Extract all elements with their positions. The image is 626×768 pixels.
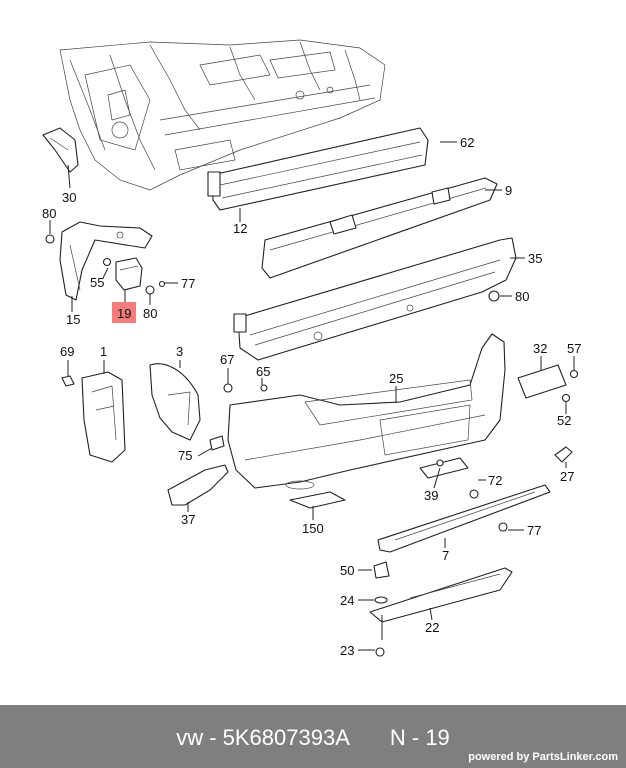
label-24: 24 (340, 593, 354, 608)
label-27: 27 (560, 469, 574, 484)
label-30: 30 (62, 190, 76, 205)
label-77-top: 77 (181, 276, 195, 291)
label-55: 55 (90, 275, 104, 290)
label-3: 3 (176, 344, 183, 359)
label-57: 57 (567, 341, 581, 356)
label-77-low: 77 (527, 523, 541, 538)
label-12: 12 (233, 221, 247, 236)
part-39-bracket (419, 457, 469, 479)
part-27-clip (554, 446, 573, 463)
label-62: 62 (460, 135, 474, 150)
label-22: 22 (425, 620, 439, 635)
label-19: 19 (117, 306, 131, 321)
label-25: 25 (389, 371, 403, 386)
label-65: 65 (256, 364, 270, 379)
label-67: 67 (220, 352, 234, 367)
footer-caption: vw - 5K6807393A N - 19 (0, 725, 626, 751)
position-caption: N - 19 (389, 725, 450, 750)
label-150: 150 (302, 521, 324, 536)
part-32-plate (517, 364, 579, 403)
part-19-retainer (115, 257, 143, 291)
label-1: 1 (100, 344, 107, 359)
part-22-lower-trim (369, 567, 513, 623)
label-23: 23 (340, 643, 354, 658)
label-69: 69 (60, 344, 74, 359)
part-1-bracket (81, 371, 126, 463)
part-12-impact-beam (207, 127, 429, 211)
label-7: 7 (442, 548, 449, 563)
part-25-bumper-cover (227, 333, 506, 490)
part-3-mud-flap (149, 363, 201, 441)
label-80-mid: 80 (143, 306, 157, 321)
part-30-bracket (42, 127, 79, 173)
part-35-carrier (233, 237, 517, 361)
parts-diagram: 62 9 30 12 80 35 55 77 80 15 19 80 69 1 … (42, 39, 581, 658)
label-9: 9 (505, 183, 512, 198)
part-number-caption: vw - 5K6807393A (176, 725, 350, 750)
part-9-absorber (261, 177, 498, 279)
label-50: 50 (340, 563, 354, 578)
part-labels: 62 9 30 12 80 35 55 77 80 15 19 80 69 1 … (42, 135, 581, 658)
highlight-box-19 (112, 302, 136, 323)
label-35: 35 (528, 251, 542, 266)
label-39: 39 (424, 488, 438, 503)
label-75: 75 (178, 448, 192, 463)
part-150-trim (289, 491, 346, 509)
label-32: 32 (533, 341, 547, 356)
label-80-top: 80 (42, 206, 56, 221)
label-52: 52 (557, 413, 571, 428)
leader-lines (49, 141, 575, 651)
footer-bar: vw - 5K6807393A N - 19 powered by PartsLi… (0, 705, 626, 768)
label-72: 72 (488, 473, 502, 488)
rear-body-shell (59, 39, 386, 191)
label-15: 15 (66, 312, 80, 327)
powered-by-link[interactable]: powered by PartsLinker.com (468, 751, 618, 763)
part-37-bracket (167, 464, 229, 506)
part-7-strip (377, 484, 551, 553)
label-37: 37 (181, 512, 195, 527)
part-15-side-guide (45, 221, 153, 301)
label-80-right: 80 (515, 289, 529, 304)
